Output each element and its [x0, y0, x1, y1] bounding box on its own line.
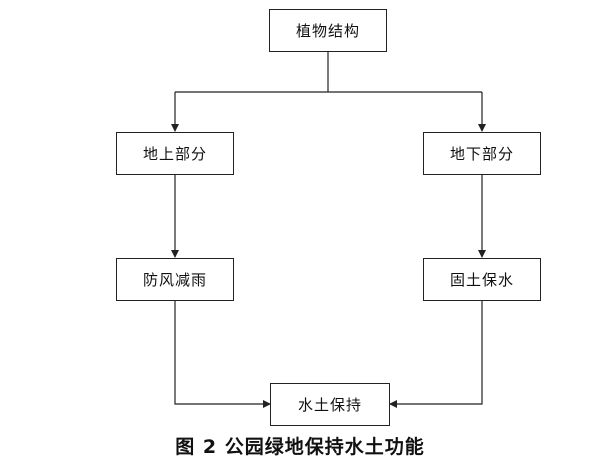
- node-soil-water-conservation: 水土保持: [270, 383, 390, 426]
- figure-caption: 图 2 公园绿地保持水土功能: [175, 436, 425, 458]
- connector-soil-fixation-to-conservation: [389, 301, 483, 408]
- node-windbreak: 防风减雨: [116, 258, 234, 301]
- node-above-ground: 地上部分: [116, 132, 234, 175]
- node-plant-structure: 植物结构: [269, 9, 387, 52]
- connector-windbreak-to-conservation: [174, 301, 271, 408]
- node-soil-fixation: 固土保水: [423, 258, 541, 301]
- node-below-ground: 地下部分: [423, 132, 541, 175]
